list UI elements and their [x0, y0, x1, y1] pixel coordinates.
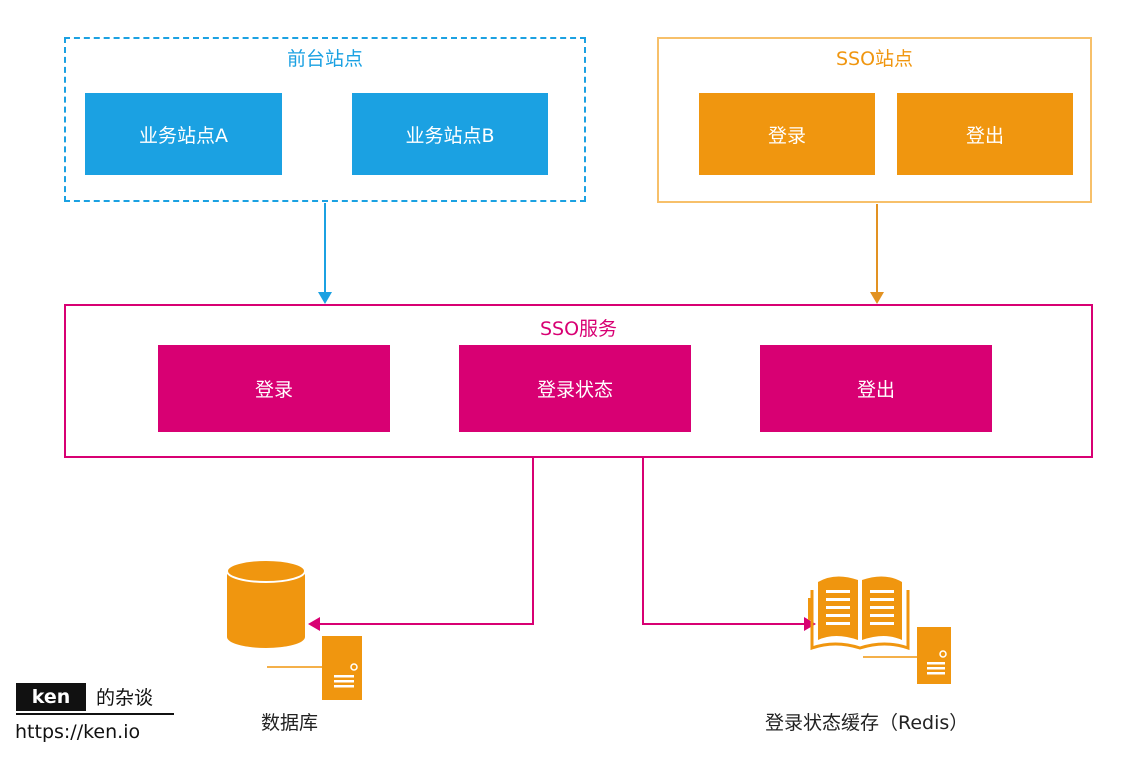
- business-site-a-box: 业务站点A: [85, 93, 282, 175]
- brand-name: 的杂谈: [96, 687, 154, 709]
- database-server-icon: [267, 636, 362, 700]
- database-icon: [226, 559, 306, 648]
- service-to-database-arrow: [308, 458, 534, 631]
- frontend-to-service-arrow: [318, 203, 332, 304]
- sso-site-to-service-arrow: [870, 204, 884, 304]
- cache-label: 登录状态缓存（Redis）: [765, 712, 969, 734]
- sso-site-group: [657, 37, 1092, 203]
- sso-service-login-box: 登录: [158, 345, 390, 432]
- service-to-cache-arrow: [642, 458, 816, 631]
- sso-site-login-box: 登录: [699, 93, 875, 175]
- brand-url: https://ken.io: [15, 721, 141, 743]
- sso-site-title: SSO站点: [835, 48, 914, 70]
- database-label: 数据库: [261, 712, 319, 734]
- frontend-sites-group: [64, 37, 586, 202]
- frontend-sites-title: 前台站点: [286, 48, 363, 70]
- business-site-b-box: 业务站点B: [352, 93, 548, 175]
- sso-service-logout-box: 登出: [760, 345, 992, 432]
- brand-tag: ken: [16, 683, 86, 711]
- sso-service-title: SSO服务: [539, 318, 618, 340]
- brand-underline: [16, 713, 174, 715]
- book-icon: [808, 576, 910, 651]
- sso-service-group: [64, 304, 1093, 458]
- cache-server-icon: [863, 627, 951, 684]
- sso-service-login-status-box: 登录状态: [459, 345, 691, 432]
- sso-site-logout-box: 登出: [897, 93, 1073, 175]
